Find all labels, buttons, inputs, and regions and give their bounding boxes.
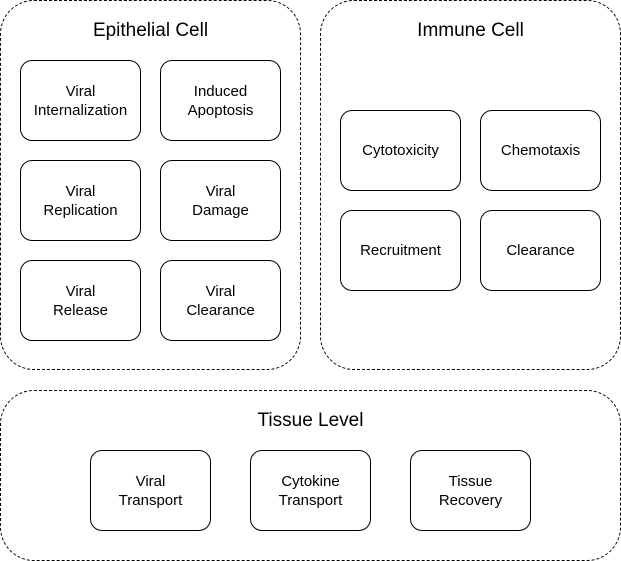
tissue-recovery-label: Tissue Recovery — [438, 472, 503, 509]
viral-internalization-box: Viral Internalization — [20, 60, 141, 141]
viral-internalization-label: Viral Internalization — [33, 82, 128, 119]
clearance-label: Clearance — [506, 242, 575, 259]
viral-clearance-box: Viral Clearance — [160, 260, 281, 341]
viral-release-label: Viral Release — [52, 282, 109, 319]
induced-apoptosis-box: Induced Apoptosis — [160, 60, 281, 141]
tissue-level-title: Tissue Level — [257, 410, 364, 431]
viral-transport-box: Viral Transport — [90, 450, 211, 531]
induced-apoptosis-label: Induced Apoptosis — [187, 82, 254, 119]
clearance-box: Clearance — [480, 210, 601, 291]
cytokine-transport-box: Cytokine Transport — [250, 450, 371, 531]
recruitment-label: Recruitment — [360, 242, 441, 259]
viral-damage-label: Viral Damage — [192, 182, 249, 219]
viral-replication-label: Viral Replication — [43, 182, 118, 219]
cytotoxicity-label: Cytotoxicity — [362, 142, 439, 159]
cytotoxicity-box: Cytotoxicity — [340, 110, 461, 191]
immune-cell-title: Immune Cell — [417, 20, 524, 41]
viral-replication-box: Viral Replication — [20, 160, 141, 241]
cytokine-transport-label: Cytokine Transport — [278, 472, 343, 509]
chemotaxis-box: Chemotaxis — [480, 110, 601, 191]
viral-damage-box: Viral Damage — [160, 160, 281, 241]
epithelial-cell-title: Epithelial Cell — [92, 20, 209, 41]
viral-clearance-label: Viral Clearance — [186, 282, 255, 319]
viral-release-box: Viral Release — [20, 260, 141, 341]
recruitment-box: Recruitment — [340, 210, 461, 291]
viral-transport-label: Viral Transport — [118, 472, 183, 509]
chemotaxis-label: Chemotaxis — [500, 142, 581, 159]
tissue-recovery-box: Tissue Recovery — [410, 450, 531, 531]
